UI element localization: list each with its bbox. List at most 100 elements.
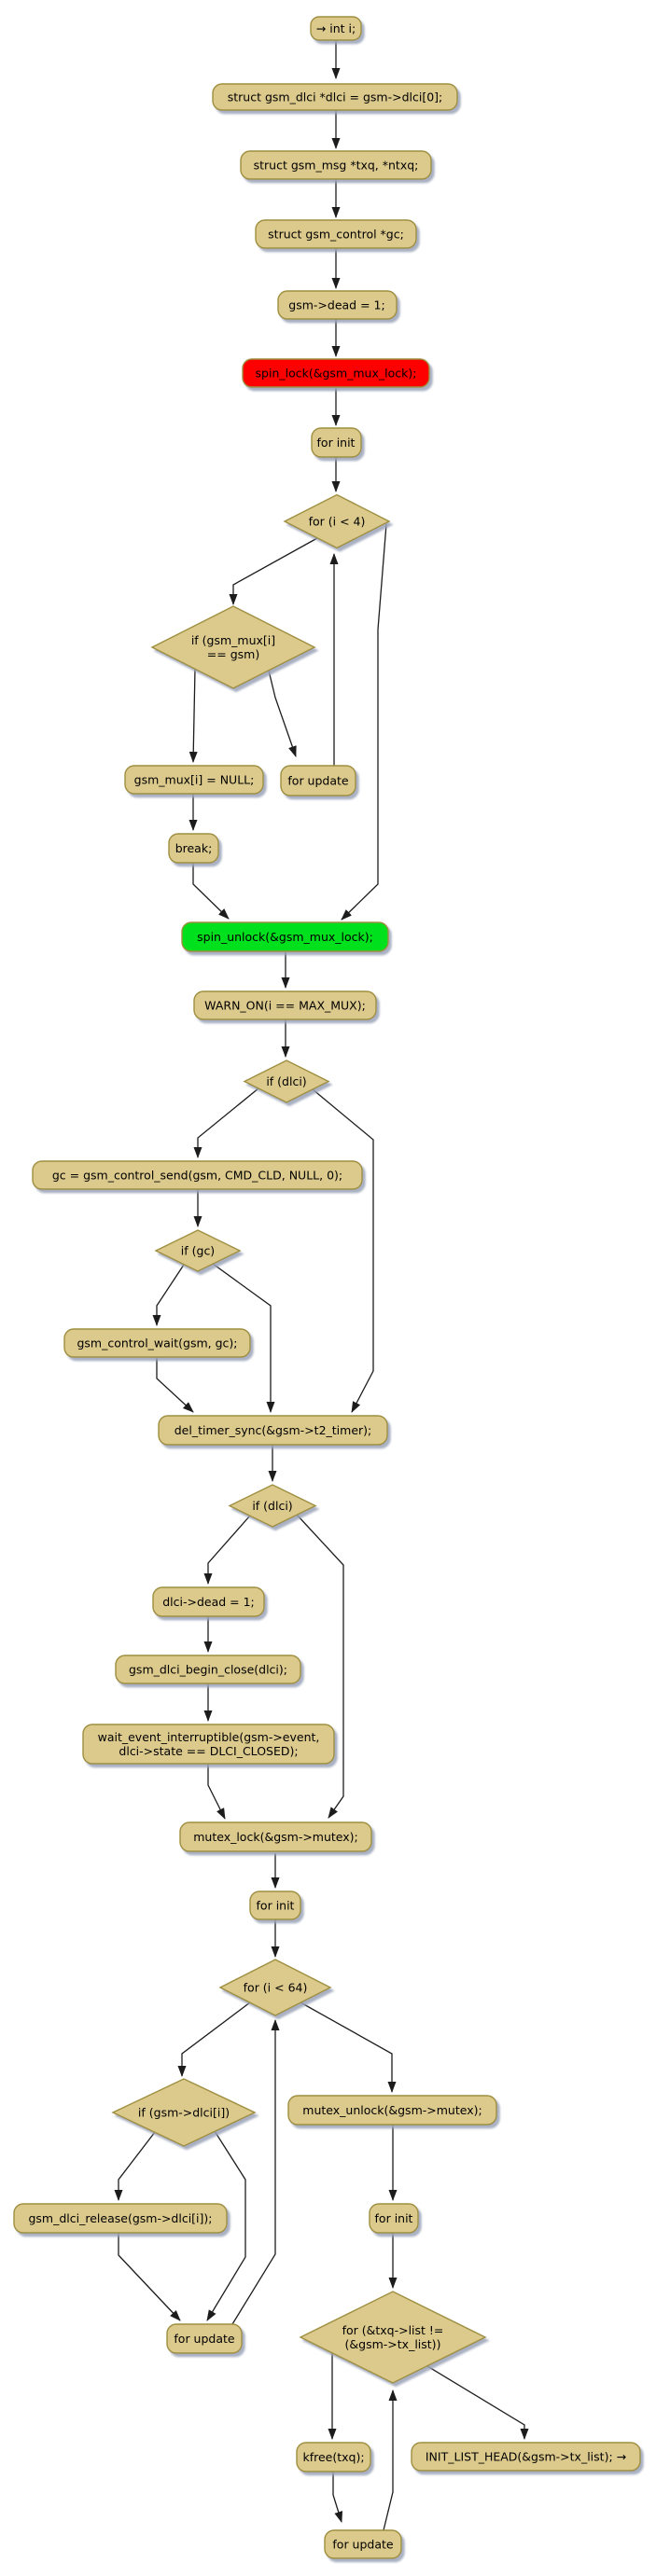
- node-break-shape: [168, 833, 219, 864]
- edge-forupdate3-back: [383, 2389, 398, 2531]
- decision-if-dlci-i: if (gsm->dlci[i]): [111, 2078, 257, 2147]
- decision-for-cond-1-label: for (i < 4): [309, 515, 366, 529]
- node-for-init-2-label: for init: [257, 1899, 295, 1913]
- node-begin-close-shape: [115, 1655, 301, 1684]
- node-wait-event-label2: dlci->state == DLCI_CLOSED);: [119, 1744, 298, 1758]
- node-kfree-label: kfree(txq);: [302, 2450, 364, 2464]
- node-for-update-1: for update: [280, 765, 356, 796]
- decision-if-gsm-mux-shape: [150, 605, 316, 689]
- node-for-init-2: for init: [249, 1890, 301, 1920]
- decision-if-dlci-2-label: if (dlci): [252, 1499, 292, 1513]
- node-wait-event: wait_event_interruptible(gsm->event, dlc…: [82, 1724, 335, 1765]
- decision-for-cond-2-shape: [218, 1959, 332, 2016]
- node-gsm-dead-label: gsm->dead = 1;: [288, 298, 384, 312]
- node-control-wait-label: gsm_control_wait(gsm, gc);: [77, 1336, 237, 1350]
- edge-ifdlci2-true: [203, 1515, 251, 1585]
- edge-ifdlci1-false: [312, 1088, 374, 1413]
- node-decl-int-i: → int i;: [310, 16, 362, 41]
- edge-release-to-forupdate2: [118, 2233, 181, 2321]
- node-gsm-dead: gsm->dead = 1;: [277, 290, 398, 320]
- flow-edges: [114, 40, 529, 2531]
- decision-if-dlci-i-shape: [111, 2078, 257, 2147]
- node-begin-close-label: gsm_dlci_begin_close(dlci);: [129, 1663, 287, 1677]
- node-mux-null-label: gsm_mux[i] = NULL;: [134, 773, 255, 787]
- decision-if-gsm-mux-label1: if (gsm_mux[i]: [191, 633, 275, 647]
- node-for-init-2-shape: [249, 1890, 301, 1920]
- node-for-init-1-shape: [311, 427, 362, 458]
- node-mux-null: gsm_mux[i] = NULL;: [124, 765, 264, 795]
- edge-waitevent-to-mutexlock: [207, 1764, 226, 1820]
- edge-forcond2-false: [300, 2001, 397, 2093]
- edge-forcond1-exit: [341, 523, 387, 921]
- edge-break-to-spinunlock: [192, 863, 230, 920]
- node-gc-send-shape: [32, 1160, 363, 1190]
- node-decl-dlci-shape: [212, 83, 458, 111]
- decision-if-dlci-2-shape: [228, 1484, 317, 1528]
- node-gsm-dead-shape: [277, 290, 398, 320]
- node-decl-gc-label: struct gsm_control *gc;: [268, 228, 404, 242]
- node-spin-lock-shape: [242, 358, 430, 388]
- node-del-timer: del_timer_sync(&gsm->t2_timer);: [158, 1415, 388, 1446]
- node-warn-on-shape: [193, 990, 377, 1020]
- edge-forupdate2-back: [231, 2019, 280, 2325]
- node-for-update-2-shape: [166, 2323, 243, 2354]
- decision-if-dlci-i-label: if (gsm->dlci[i]): [138, 2106, 230, 2120]
- node-for-update-2-label: for update: [174, 2332, 235, 2346]
- node-spin-lock: spin_lock(&gsm_mux_lock);: [242, 358, 430, 388]
- decision-if-gsm-mux-label2: == gsm): [207, 647, 259, 661]
- node-kfree: kfree(txq);: [296, 2442, 371, 2472]
- node-decl-int-i-label: → int i;: [316, 21, 356, 35]
- edge-ifmux-false: [268, 670, 297, 757]
- decision-if-gc: if (gc): [154, 1229, 242, 1272]
- node-for-init-1-label: for init: [317, 436, 356, 450]
- decision-for-cond-2-label: for (i < 64): [244, 1981, 308, 1995]
- node-dlci-release: gsm_dlci_release(gsm->dlci[i]);: [13, 2203, 228, 2234]
- node-wait-event-shape: [82, 1724, 335, 1765]
- decision-for-cond-3-label1: for (&txq->list !=: [342, 2323, 444, 2337]
- decision-for-cond-3-label2: (&gsm->tx_list)): [345, 2337, 441, 2351]
- node-warn-on-label: WARN_ON(i == MAX_MUX);: [204, 999, 366, 1013]
- decision-if-gc-shape: [154, 1229, 242, 1272]
- edge-ifdlci2-false: [296, 1514, 344, 1819]
- decision-for-cond-1-shape: [283, 493, 391, 549]
- decision-for-cond-3: for (&txq->list != (&gsm->tx_list)): [299, 2291, 487, 2384]
- node-mutex-unlock-label: mutex_unlock(&gsm->mutex);: [302, 2103, 482, 2117]
- decision-if-dlci-1-label: if (dlci): [266, 1074, 306, 1088]
- decision-for-cond-3-shape: [299, 2291, 487, 2384]
- node-control-wait-shape: [63, 1328, 251, 1358]
- node-decl-dlci-label: struct gsm_dlci *dlci = gsm->dlci[0];: [228, 90, 443, 104]
- decision-if-gsm-mux: if (gsm_mux[i] == gsm): [150, 605, 316, 689]
- node-del-timer-shape: [158, 1415, 388, 1446]
- edge-kfree-to-forupdate3: [332, 2472, 343, 2523]
- edge-ifdlci1-true: [193, 1087, 259, 1158]
- node-decl-gc: struct gsm_control *gc;: [255, 219, 417, 249]
- edge-ifdlcii-true: [114, 2131, 156, 2201]
- node-for-update-1-shape: [280, 765, 356, 796]
- node-dlci-dead-label: dlci->dead = 1;: [162, 1595, 255, 1609]
- node-init-list-head-label: INIT_LIST_HEAD(&gsm->tx_list); →: [426, 2450, 626, 2464]
- node-control-wait: gsm_control_wait(gsm, gc);: [63, 1328, 251, 1358]
- edge-wait-to-deltimer: [156, 1357, 194, 1413]
- node-decl-msg-label: struct gsm_msg *txq, *ntxq;: [254, 159, 419, 173]
- node-warn-on: WARN_ON(i == MAX_MUX);: [193, 990, 377, 1020]
- node-mutex-unlock-shape: [287, 2095, 497, 2126]
- node-mutex-unlock: mutex_unlock(&gsm->mutex);: [287, 2095, 497, 2126]
- node-for-init-3-label: for init: [375, 2211, 413, 2225]
- node-mutex-lock: mutex_lock(&gsm->mutex);: [179, 1821, 372, 1852]
- node-decl-int-i-shape: [310, 16, 362, 41]
- node-for-update-1-label: for update: [287, 774, 349, 788]
- edge-ifmux-true: [188, 668, 198, 763]
- decision-if-dlci-1: if (dlci): [243, 1059, 330, 1103]
- node-gc-send: gc = gsm_control_send(gsm, CMD_CLD, NULL…: [32, 1160, 363, 1190]
- edge-ifgc-true: [152, 1264, 185, 1326]
- node-init-list-head-shape: [411, 2442, 641, 2472]
- node-dlci-release-label: gsm_dlci_release(gsm->dlci[i]);: [28, 2211, 212, 2225]
- node-init-list-head: INIT_LIST_HEAD(&gsm->tx_list); →: [411, 2442, 641, 2472]
- node-gc-send-label: gc = gsm_control_send(gsm, CMD_CLD, NULL…: [52, 1169, 342, 1183]
- node-for-init-3: for init: [369, 2203, 419, 2234]
- node-for-init-1: for init: [311, 427, 362, 458]
- node-dlci-release-shape: [13, 2203, 228, 2234]
- node-kfree-shape: [296, 2442, 371, 2472]
- decision-for-cond-2: for (i < 64): [218, 1959, 332, 2016]
